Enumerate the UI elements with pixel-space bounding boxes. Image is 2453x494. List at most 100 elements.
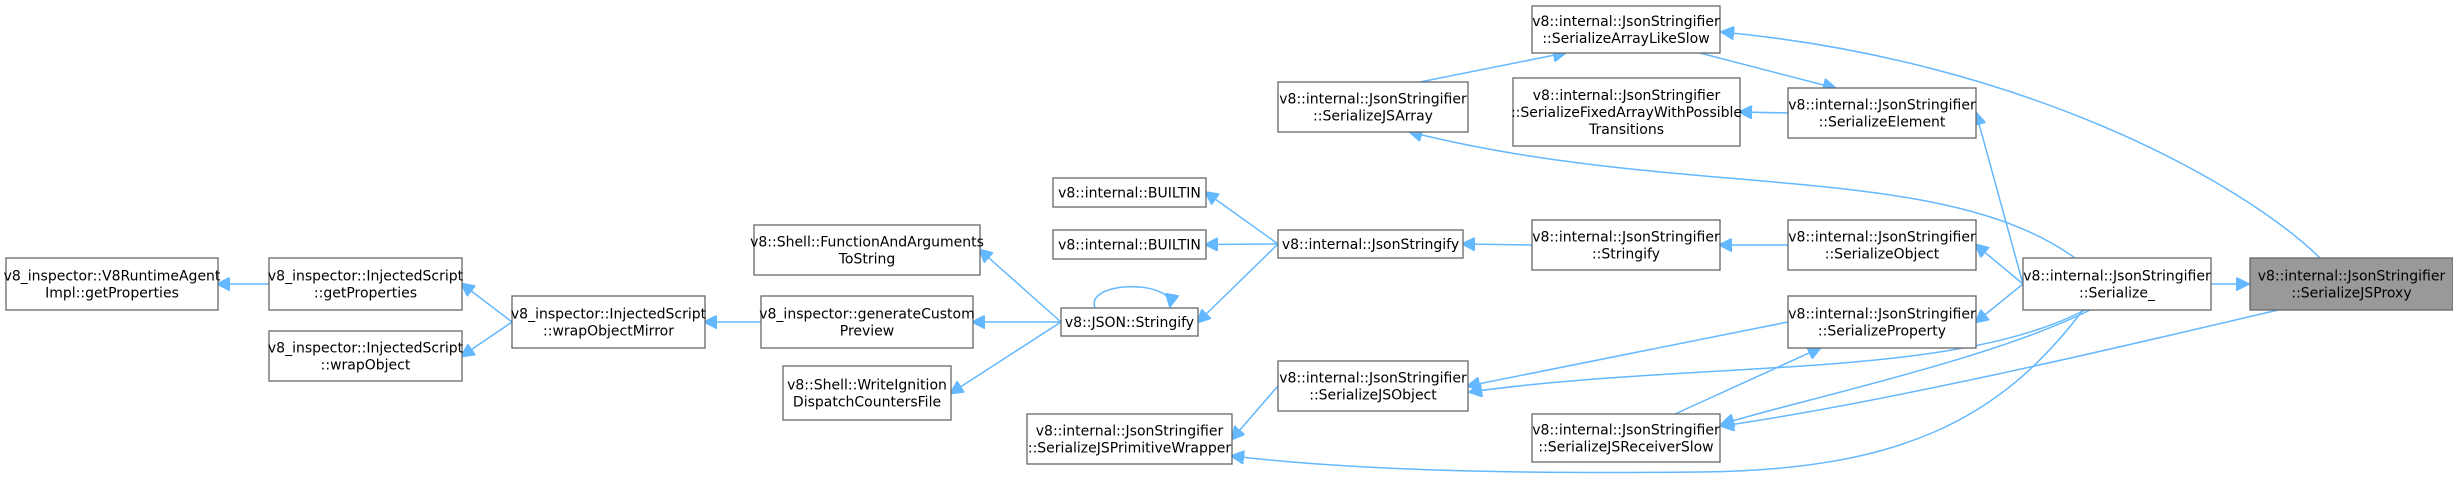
edge-json_stringify-to-json_stringify bbox=[1093, 286, 1170, 308]
node-label-line: v8_inspector::generateCustom bbox=[759, 307, 975, 323]
graph-node-serialize-array-like-slow[interactable]: v8::internal::JsonStringifier::Serialize… bbox=[1531, 5, 1721, 54]
node-label-line: v8::JSON::Stringify bbox=[1065, 315, 1194, 331]
edge-serialize_fixed_array-to-serialize_element bbox=[1740, 112, 1789, 113]
edge-serialize_array_like_slow-to-serialize_element bbox=[1699, 52, 1835, 88]
graph-node-builtin-2[interactable]: v8::internal::BUILTIN bbox=[1052, 229, 1207, 260]
edge-serialize_property-to-serialize_ bbox=[1976, 283, 2024, 322]
node-label-line: v8_inspector::InjectedScript bbox=[511, 307, 707, 323]
node-box bbox=[2249, 257, 2453, 311]
node-label-line: ::SerializeJSPrimitiveWrapper bbox=[1028, 441, 1231, 457]
edge-serialize_js_receiver_slow-to-serialize_js_proxy bbox=[1722, 309, 2279, 426]
node-box bbox=[5, 257, 219, 311]
node-label-line: v8::internal::JsonStringifier bbox=[1533, 88, 1721, 104]
node-box bbox=[1531, 219, 1721, 271]
graph-node-shell-write-ignition[interactable]: v8::Shell::WriteIgnitionDispatchCounters… bbox=[782, 365, 952, 421]
graph-node-serialize-js-primitive-wrapper[interactable]: v8::internal::JsonStringifier::Serialize… bbox=[1026, 413, 1233, 465]
nodes-layer: v8::internal::JsonStringifier::Serialize… bbox=[4, 5, 2453, 465]
node-box bbox=[1512, 77, 1741, 147]
edge-serialize_js_primitive_wrapper-to-serialize_js_object bbox=[1232, 385, 1279, 439]
edge-shell_write_ignition-to-json_stringify bbox=[951, 321, 1062, 393]
graph-node-serialize-js-object[interactable]: v8::internal::JsonStringifier::Serialize… bbox=[1277, 360, 1469, 412]
graph-node-json-stringify-internal[interactable]: v8::internal::JsonStringify bbox=[1277, 229, 1464, 259]
node-label-line: DispatchCountersFile bbox=[793, 395, 941, 411]
node-label-line: Preview bbox=[840, 324, 895, 340]
node-label-line: v8::internal::BUILTIN bbox=[1058, 186, 1201, 202]
node-box bbox=[268, 257, 463, 311]
edge-injected_get_properties-to-wrap_object_mirror bbox=[462, 284, 513, 323]
node-label-line: v8::internal::JsonStringifier bbox=[1788, 230, 1976, 246]
graph-node-serialize-[interactable]: v8::internal::JsonStringifier::Serialize… bbox=[2022, 257, 2212, 311]
graph-node-stringify-method[interactable]: v8::internal::JsonStringifier::Stringify bbox=[1531, 219, 1721, 271]
node-label-line: ::SerializeArrayLikeSlow bbox=[1542, 31, 1709, 47]
node-label-line: v8::internal::JsonStringifier bbox=[1279, 92, 1467, 108]
graph-node-json-stringify[interactable]: v8::JSON::Stringify bbox=[1060, 307, 1199, 337]
graph-node-injected-get-properties[interactable]: v8_inspector::InjectedScript::getPropert… bbox=[268, 257, 464, 311]
node-box bbox=[1787, 219, 1977, 271]
edge-shell_function_args-to-json_stringify bbox=[980, 250, 1062, 323]
node-label-line: ::SerializeJSProxy bbox=[2291, 286, 2411, 302]
graph-node-serialize-js-receiver-slow[interactable]: v8::internal::JsonStringifier::Serialize… bbox=[1531, 413, 1721, 463]
node-label-line: Transitions bbox=[1588, 122, 1664, 138]
node-label-line: v8_inspector::V8RuntimeAgent bbox=[4, 269, 221, 285]
edge-serialize_element-to-serialize_ bbox=[1976, 113, 2024, 285]
node-label-line: v8::internal::JsonStringifier bbox=[1788, 307, 1976, 323]
edge-json_stringify-to-json_stringify_internal bbox=[1198, 243, 1279, 322]
node-label-line: v8::internal::BUILTIN bbox=[1058, 238, 1201, 254]
graph-node-serialize-element[interactable]: v8::internal::JsonStringifier::Serialize… bbox=[1787, 87, 1977, 139]
edge-builtin_2-to-json_stringify_internal bbox=[1206, 244, 1279, 245]
edge-serialize_object-to-serialize_ bbox=[1976, 245, 2024, 285]
node-box bbox=[1787, 87, 1977, 139]
edge-serialize_js_object-to-serialize_property bbox=[1468, 321, 1789, 386]
graph-node-serialize-js-proxy[interactable]: v8::internal::JsonStringifier::Serialize… bbox=[2249, 257, 2453, 311]
graph-node-builtin-1[interactable]: v8::internal::BUILTIN bbox=[1052, 177, 1207, 208]
graph-node-wrap-object-mirror[interactable]: v8_inspector::InjectedScript::wrapObject… bbox=[511, 295, 707, 349]
edge-serialize_js_array-to-serialize_array_like_slow bbox=[1419, 53, 1565, 83]
node-label-line: ToString bbox=[838, 252, 896, 268]
node-label-line: v8::internal::JsonStringifier bbox=[1532, 14, 1720, 30]
node-label-line: v8::internal::JsonStringifier bbox=[1036, 424, 1224, 440]
node-box bbox=[268, 330, 463, 382]
node-label-line: v8::internal::JsonStringifier bbox=[1788, 98, 1976, 114]
edges-layer bbox=[218, 32, 2321, 474]
node-label-line: ::getProperties bbox=[314, 286, 417, 302]
node-label-line: ::SerializeObject bbox=[1825, 247, 1940, 263]
node-box bbox=[511, 295, 706, 349]
node-label-line: v8::internal::JsonStringifier bbox=[1532, 230, 1720, 246]
node-box bbox=[1277, 81, 1469, 133]
node-label-line: ::SerializeProperty bbox=[1818, 324, 1946, 340]
node-label-line: v8::internal::JsonStringify bbox=[1282, 237, 1459, 253]
node-box bbox=[753, 224, 981, 276]
node-box bbox=[1060, 307, 1199, 337]
node-label-line: v8::internal::JsonStringifier bbox=[1532, 423, 1720, 439]
graph-node-serialize-fixed-array[interactable]: v8::internal::JsonStringifier::Serialize… bbox=[1511, 77, 1742, 147]
node-box bbox=[1052, 229, 1207, 260]
node-box bbox=[1277, 229, 1464, 259]
node-box bbox=[1026, 413, 1233, 465]
edge-json_stringify_internal-to-stringify_method bbox=[1463, 244, 1533, 245]
node-box bbox=[1531, 413, 1721, 463]
node-label-line: ::SerializeJSArray bbox=[1313, 109, 1433, 125]
node-box bbox=[1052, 177, 1207, 208]
node-box bbox=[1277, 360, 1469, 412]
edge-serialize_-to-serialize_js_array bbox=[1410, 132, 2076, 259]
edge-injected_wrap_object-to-wrap_object_mirror bbox=[462, 321, 513, 356]
node-box bbox=[2022, 257, 2212, 311]
node-label-line: ::SerializeJSObject bbox=[1309, 388, 1437, 404]
node-label-line: ::SerializeElement bbox=[1819, 115, 1946, 131]
graph-node-injected-wrap-object[interactable]: v8_inspector::InjectedScript::wrapObject bbox=[268, 330, 464, 382]
graph-node-runtime-agent-get-properties[interactable]: v8_inspector::V8RuntimeAgentImpl::getPro… bbox=[4, 257, 221, 311]
node-label-line: ::SerializeFixedArrayWithPossible bbox=[1511, 105, 1742, 121]
edge-builtin_1-to-json_stringify_internal bbox=[1206, 193, 1279, 245]
node-label-line: ::wrapObject bbox=[321, 358, 411, 374]
node-box bbox=[1787, 295, 1977, 349]
graph-node-serialize-js-array[interactable]: v8::internal::JsonStringifier::Serialize… bbox=[1277, 81, 1469, 133]
node-label-line: v8::Shell::WriteIgnition bbox=[787, 378, 947, 394]
node-label-line: Impl::getProperties bbox=[45, 286, 179, 302]
node-box bbox=[782, 365, 952, 421]
graph-node-serialize-object[interactable]: v8::internal::JsonStringifier::Serialize… bbox=[1787, 219, 1977, 271]
graph-node-serialize-property[interactable]: v8::internal::JsonStringifier::Serialize… bbox=[1787, 295, 1977, 349]
node-label-line: v8::internal::JsonStringifier bbox=[2023, 269, 2211, 285]
